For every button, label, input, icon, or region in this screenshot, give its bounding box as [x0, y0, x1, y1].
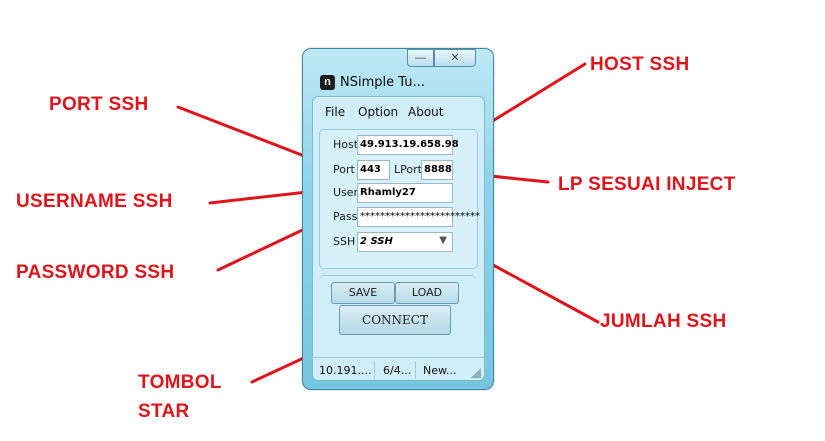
- app-logo-icon: n: [320, 75, 335, 90]
- ssh-count-select[interactable]: 2 SSH ▼: [357, 232, 453, 252]
- password-input[interactable]: ************************: [357, 207, 480, 227]
- pass-label: Pass: [333, 210, 358, 223]
- annotation-username-ssh: USERNAME SSH: [16, 191, 173, 212]
- load-button[interactable]: LOAD: [395, 282, 459, 304]
- user-label: User: [333, 186, 359, 199]
- title-bar[interactable]: — ✕ n NSimple Tu...: [303, 49, 493, 90]
- actions-group: SAVE LOAD CONNECT: [319, 275, 476, 352]
- annotation-lp-sesuai-inject: LP SESUAI INJECT: [558, 174, 736, 195]
- connection-settings-group: Host 49.913.19.658.98 Port 443 LPort 888…: [319, 129, 480, 269]
- status-state: New...: [423, 364, 457, 377]
- menu-about[interactable]: About: [408, 105, 444, 119]
- client-area: File Option About Host 49.913.19.658.98 …: [312, 96, 485, 381]
- annotation-tombol: TOMBOL: [138, 372, 222, 393]
- status-ip: 10.191....: [319, 364, 372, 377]
- menu-bar: File Option About: [313, 97, 484, 121]
- status-divider: [374, 361, 375, 379]
- status-counter: 6/4...: [383, 364, 412, 377]
- host-label: Host: [333, 138, 359, 151]
- resize-grip-icon[interactable]: [471, 368, 481, 378]
- close-icon[interactable]: ✕: [434, 49, 476, 67]
- host-input[interactable]: 49.913.19.658.98: [357, 135, 459, 155]
- annotation-port-ssh: PORT SSH: [49, 94, 149, 115]
- app-window: — ✕ n NSimple Tu... File Option About Ho…: [302, 48, 494, 390]
- status-bar: 10.191.... 6/4... New...: [313, 357, 484, 380]
- ssh-count-value: 2 SSH: [360, 236, 393, 247]
- status-divider: [415, 361, 416, 379]
- menu-file[interactable]: File: [325, 105, 346, 119]
- menu-option[interactable]: Option: [358, 105, 399, 119]
- minimize-icon[interactable]: —: [407, 49, 434, 67]
- annotation-star: STAR: [138, 401, 190, 422]
- port-label: Port: [333, 163, 355, 176]
- lport-input[interactable]: 8888: [421, 160, 453, 180]
- annotation-host-ssh: HOST SSH: [590, 54, 690, 75]
- dropdown-arrow-icon[interactable]: ▼: [439, 235, 447, 246]
- connect-button[interactable]: CONNECT: [339, 305, 451, 335]
- annotation-password-ssh: PASSWORD SSH: [16, 262, 175, 283]
- window-title: NSimple Tu...: [340, 75, 425, 90]
- lport-label: LPort: [394, 163, 422, 176]
- port-input[interactable]: 443: [357, 160, 390, 180]
- user-input[interactable]: Rhamly27: [357, 183, 453, 203]
- save-button[interactable]: SAVE: [331, 282, 395, 304]
- ssh-label: SSH: [333, 235, 356, 248]
- annotation-jumlah-ssh: JUMLAH SSH: [600, 311, 727, 332]
